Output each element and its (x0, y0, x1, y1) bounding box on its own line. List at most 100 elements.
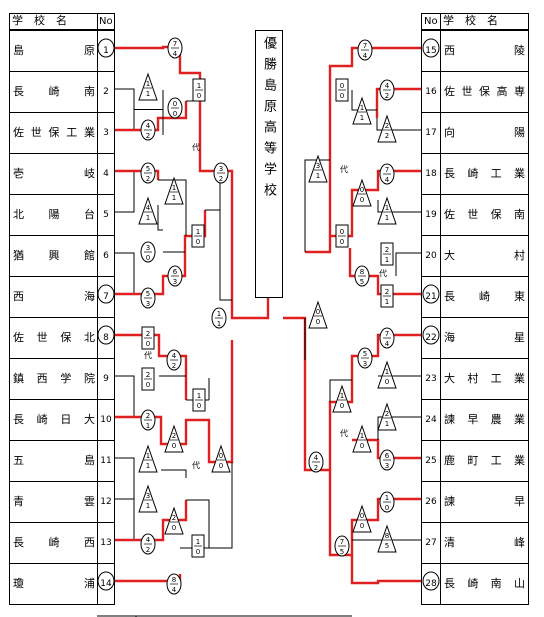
score-bottom: 0 (385, 378, 389, 386)
bracket-line (115, 88, 135, 131)
dai-label: 代 (340, 428, 348, 438)
champion-label: 優勝島原高等学校 (261, 36, 276, 204)
score-bottom: 1 (146, 422, 150, 430)
left-team-name-cell (9, 30, 98, 72)
score-bottom: 1 (146, 90, 150, 98)
score-bottom: 2 (146, 175, 150, 183)
score-top: 1 (197, 82, 201, 90)
score-triangle (352, 178, 372, 207)
left-header-school-label: 学 校 名 (12, 14, 67, 27)
left-team-name: 猶興館 (13, 249, 95, 262)
score-bottom: 0 (173, 110, 177, 118)
left-team-name-cell (9, 317, 98, 359)
right-team-no: 15 (425, 46, 437, 56)
score-bottom: 4 (385, 340, 390, 348)
score-top: 1 (360, 432, 364, 440)
score-bottom: 0 (340, 402, 344, 410)
score-top: 1 (385, 494, 389, 502)
score-top: 1 (360, 104, 364, 112)
right-team-no: 23 (425, 374, 437, 384)
score-top: 3 (219, 165, 223, 173)
score-top: 5 (146, 290, 150, 298)
left-team-name: 島原 (13, 44, 95, 57)
right-team-no: 16 (425, 87, 437, 97)
left-team-no: 14 (100, 579, 112, 589)
score-top: 2 (385, 122, 389, 130)
right-team-name: 諫早農業 (444, 413, 525, 426)
score-bottom: 1 (316, 172, 320, 180)
left-header-no (97, 13, 115, 30)
score-bottom: 1 (146, 502, 150, 510)
bracket-line (115, 457, 135, 500)
left-team-name: 佐世保北 (13, 331, 95, 344)
right-header-school-label: 学 校 名 (443, 14, 498, 27)
score-top: 1 (340, 392, 344, 400)
score-bottom: 5 (385, 542, 389, 550)
score-triangle (352, 504, 372, 533)
right-team-no: 19 (425, 210, 437, 220)
right-team-name: 佐世保高専 (444, 85, 525, 98)
score-top: 1 (217, 310, 221, 318)
right-team-name: 向陽 (444, 126, 525, 139)
left-team-no-circle (97, 284, 115, 304)
score-bottom: 2 (385, 132, 389, 140)
score-top: 8 (172, 576, 176, 584)
score-triangle (332, 384, 352, 413)
score-bottom: 0 (146, 381, 150, 389)
left-team-name-cell (9, 440, 98, 482)
bracket-line (395, 252, 421, 276)
dai-label: 代 (379, 268, 387, 278)
winner-path (283, 316, 421, 557)
right-team-no: 27 (425, 538, 437, 548)
right-team-name-cell (440, 563, 529, 605)
score-bottom: 3 (385, 462, 389, 470)
score-top: 1 (385, 368, 389, 376)
score-top: 4 (385, 82, 390, 90)
bracket-line (377, 200, 421, 213)
left-team-name: 鎮西学院 (13, 372, 95, 385)
score-bottom: 1 (146, 214, 150, 222)
score-top: 0 (360, 186, 364, 194)
score-top: 7 (340, 538, 344, 546)
score-bottom: 2 (146, 132, 150, 140)
score-top: 5 (146, 165, 150, 173)
left-team-name-cell (9, 112, 98, 154)
left-team-name: 青雲 (13, 495, 95, 508)
left-team-name: 長崎南 (13, 85, 95, 98)
left-team-no: 12 (100, 497, 112, 507)
score-top: 1 (172, 184, 176, 192)
score-bottom: 4 (385, 176, 390, 184)
score-top: 1 (146, 452, 150, 460)
left-team-name-cell (9, 71, 98, 113)
score-top: 6 (173, 268, 178, 276)
score-bottom: 0 (197, 402, 201, 410)
winner-path (115, 45, 270, 320)
score-bottom: 1 (146, 462, 150, 470)
score-bottom: 0 (146, 254, 150, 262)
bracket-line (161, 469, 187, 478)
score-bottom: 1 (385, 256, 389, 264)
score-bottom: 0 (385, 504, 389, 512)
score-top: 2 (385, 410, 389, 418)
right-team-name: 長崎東 (444, 290, 525, 303)
score-triangle (377, 360, 397, 389)
bracket-line (351, 90, 377, 111)
score-top: 1 (146, 80, 150, 88)
score-triangle (308, 154, 328, 183)
left-team-name: 五島 (13, 454, 95, 467)
dai-label: 代 (192, 142, 200, 152)
bracket-line (377, 416, 421, 440)
score-bottom: 0 (316, 318, 320, 326)
left-header-no-label: No (99, 16, 113, 27)
right-team-no: 22 (425, 333, 437, 343)
score-top: 0 (173, 100, 177, 108)
left-team-no-circle (97, 38, 115, 58)
score-top: 3 (146, 244, 150, 252)
score-top: 3 (146, 492, 150, 500)
left-team-name-cell (9, 481, 98, 523)
score-triangle (138, 484, 158, 513)
left-team-no: 8 (103, 333, 109, 343)
bracket-line (115, 375, 135, 418)
score-bottom: 4 (172, 586, 177, 594)
